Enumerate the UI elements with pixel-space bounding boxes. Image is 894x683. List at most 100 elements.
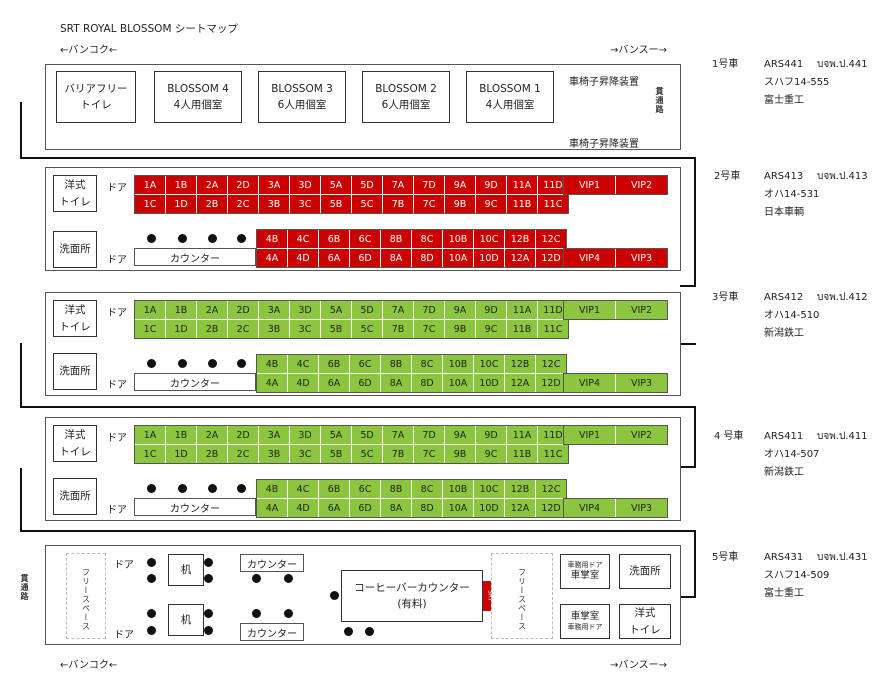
seat-6d[interactable]: 6D — [350, 249, 380, 267]
seat-11a[interactable]: 11A — [507, 426, 537, 444]
seat-5a[interactable]: 5A — [321, 301, 351, 319]
seat-11d[interactable]: 11D — [538, 176, 568, 194]
seat-4c[interactable]: 4C — [288, 480, 318, 498]
seat-4a[interactable]: 4A — [257, 249, 287, 267]
seat-2d[interactable]: 2D — [228, 176, 258, 194]
seat-7b[interactable]: 7B — [383, 320, 413, 338]
seat-vip2[interactable]: VIP2 — [616, 176, 667, 194]
seat-4d[interactable]: 4D — [288, 374, 318, 392]
seat-1b[interactable]: 1B — [166, 176, 196, 194]
seat-6c[interactable]: 6C — [350, 355, 380, 373]
seat-4b[interactable]: 4B — [257, 480, 287, 498]
seat-7a[interactable]: 7A — [383, 301, 413, 319]
seat-6a[interactable]: 6A — [319, 249, 349, 267]
seat-2c[interactable]: 2C — [228, 195, 258, 213]
seat-9d[interactable]: 9D — [476, 426, 506, 444]
seat-7c[interactable]: 7C — [414, 320, 444, 338]
seat-8b[interactable]: 8B — [381, 230, 411, 248]
seat-10d[interactable]: 10D — [474, 374, 504, 392]
seat-12d[interactable]: 12D — [536, 499, 566, 517]
seat-9b[interactable]: 9B — [445, 320, 475, 338]
seat-8a[interactable]: 8A — [381, 499, 411, 517]
seat-5c[interactable]: 5C — [352, 320, 382, 338]
seat-10c[interactable]: 10C — [474, 230, 504, 248]
seat-4a[interactable]: 4A — [257, 374, 287, 392]
seat-6b[interactable]: 6B — [319, 230, 349, 248]
seat-7d[interactable]: 7D — [414, 176, 444, 194]
seat-12b[interactable]: 12B — [505, 230, 535, 248]
seat-1a[interactable]: 1A — [135, 426, 165, 444]
seat-vip3[interactable]: VIP3 — [616, 499, 667, 517]
seat-11d[interactable]: 11D — [538, 426, 568, 444]
seat-2c[interactable]: 2C — [228, 320, 258, 338]
seat-12d[interactable]: 12D — [536, 249, 566, 267]
seat-8c[interactable]: 8C — [412, 355, 442, 373]
seat-8c[interactable]: 8C — [412, 230, 442, 248]
seat-vip4[interactable]: VIP4 — [564, 499, 615, 517]
seat-vip4[interactable]: VIP4 — [564, 249, 615, 267]
seat-7b[interactable]: 7B — [383, 195, 413, 213]
seat-1d[interactable]: 1D — [166, 320, 196, 338]
seat-11d[interactable]: 11D — [538, 301, 568, 319]
seat-10b[interactable]: 10B — [443, 230, 473, 248]
seat-2a[interactable]: 2A — [197, 301, 227, 319]
seat-12c[interactable]: 12C — [536, 355, 566, 373]
seat-3c[interactable]: 3C — [290, 195, 320, 213]
seat-10a[interactable]: 10A — [443, 249, 473, 267]
seat-3d[interactable]: 3D — [290, 176, 320, 194]
seat-12c[interactable]: 12C — [536, 230, 566, 248]
seat-6b[interactable]: 6B — [319, 480, 349, 498]
seat-2c[interactable]: 2C — [228, 445, 258, 463]
seat-3d[interactable]: 3D — [290, 301, 320, 319]
seat-9c[interactable]: 9C — [476, 195, 506, 213]
seat-11a[interactable]: 11A — [507, 301, 537, 319]
seat-2b[interactable]: 2B — [197, 195, 227, 213]
seat-6d[interactable]: 6D — [350, 374, 380, 392]
seat-vip2[interactable]: VIP2 — [616, 301, 667, 319]
seat-4c[interactable]: 4C — [288, 230, 318, 248]
seat-7d[interactable]: 7D — [414, 426, 444, 444]
seat-2d[interactable]: 2D — [228, 301, 258, 319]
seat-1d[interactable]: 1D — [166, 445, 196, 463]
seat-6d[interactable]: 6D — [350, 499, 380, 517]
seat-5a[interactable]: 5A — [321, 426, 351, 444]
seat-1c[interactable]: 1C — [135, 320, 165, 338]
seat-vip4[interactable]: VIP4 — [564, 374, 615, 392]
seat-vip3[interactable]: VIP3 — [616, 374, 667, 392]
seat-12b[interactable]: 12B — [505, 355, 535, 373]
seat-2a[interactable]: 2A — [197, 176, 227, 194]
seat-5c[interactable]: 5C — [352, 445, 382, 463]
seat-5b[interactable]: 5B — [321, 195, 351, 213]
seat-5b[interactable]: 5B — [321, 320, 351, 338]
seat-12d[interactable]: 12D — [536, 374, 566, 392]
seat-10d[interactable]: 10D — [474, 249, 504, 267]
seat-3a[interactable]: 3A — [259, 301, 289, 319]
seat-7c[interactable]: 7C — [414, 445, 444, 463]
seat-1a[interactable]: 1A — [135, 301, 165, 319]
seat-8d[interactable]: 8D — [412, 499, 442, 517]
seat-vip1[interactable]: VIP1 — [564, 176, 615, 194]
seat-10a[interactable]: 10A — [443, 374, 473, 392]
seat-3a[interactable]: 3A — [259, 426, 289, 444]
seat-3b[interactable]: 3B — [259, 195, 289, 213]
seat-10b[interactable]: 10B — [443, 480, 473, 498]
seat-7b[interactable]: 7B — [383, 445, 413, 463]
seat-1c[interactable]: 1C — [135, 195, 165, 213]
seat-9d[interactable]: 9D — [476, 301, 506, 319]
seat-5a[interactable]: 5A — [321, 176, 351, 194]
seat-9a[interactable]: 9A — [445, 426, 475, 444]
seat-9b[interactable]: 9B — [445, 445, 475, 463]
seat-8a[interactable]: 8A — [381, 374, 411, 392]
seat-4b[interactable]: 4B — [257, 355, 287, 373]
seat-4b[interactable]: 4B — [257, 230, 287, 248]
seat-5d[interactable]: 5D — [352, 176, 382, 194]
seat-5d[interactable]: 5D — [352, 301, 382, 319]
seat-6b[interactable]: 6B — [319, 355, 349, 373]
seat-8b[interactable]: 8B — [381, 480, 411, 498]
seat-8d[interactable]: 8D — [412, 374, 442, 392]
seat-9c[interactable]: 9C — [476, 320, 506, 338]
seat-11b[interactable]: 11B — [507, 195, 537, 213]
seat-6a[interactable]: 6A — [319, 374, 349, 392]
